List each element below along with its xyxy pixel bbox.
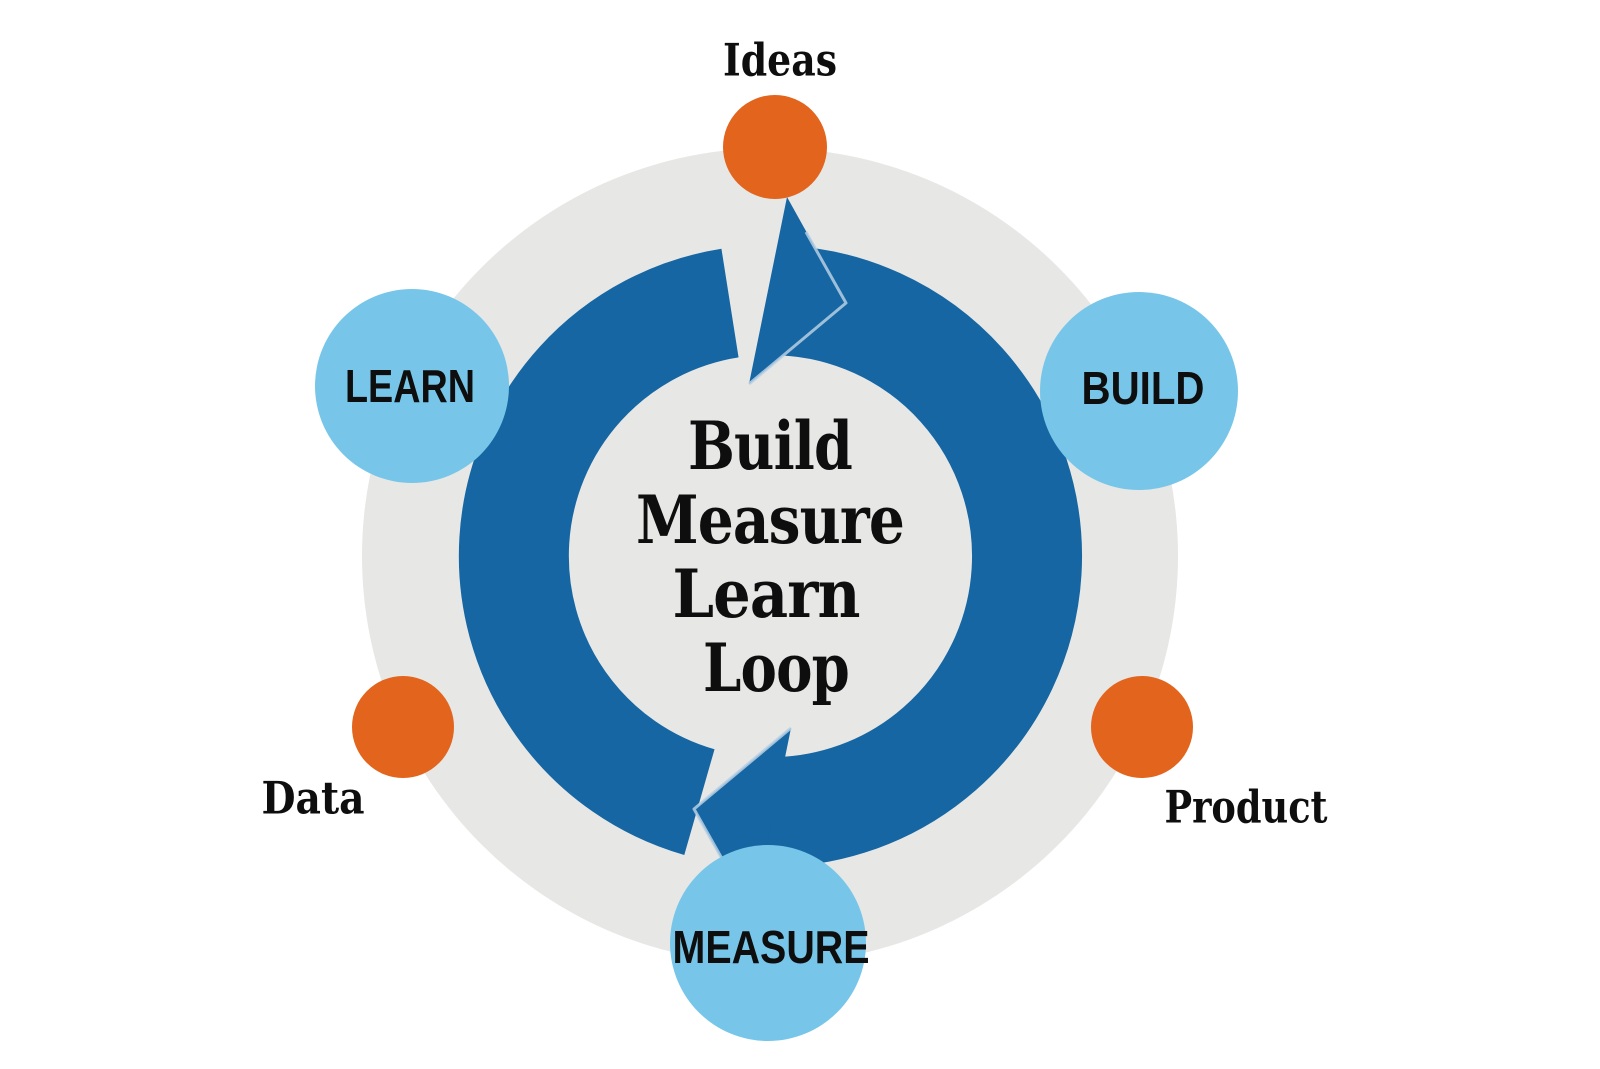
- stage-label-learn: LEARN: [345, 360, 475, 412]
- artifact-dot-ideas: [723, 95, 827, 199]
- stage-circle-learn: [315, 289, 509, 483]
- stage-label-build: BUILD: [1082, 362, 1205, 414]
- stage-label-measure: MEASURE: [673, 921, 870, 973]
- artifact-dot-data: [352, 676, 454, 778]
- loop-arc-left: [458, 248, 740, 855]
- center-title-line-4: Loop: [703, 629, 849, 707]
- stage-circle-measure: [670, 845, 866, 1041]
- loop-arrow-bottom-seam: [692, 726, 792, 881]
- loop-arrow-top-seam: [748, 231, 848, 386]
- center-title-line-2: Measure: [636, 481, 904, 559]
- loop-arrow-bottom: [694, 728, 791, 915]
- stage-circle-build: [1040, 292, 1238, 490]
- loop-arrow-top: [749, 197, 846, 384]
- artifact-dot-product: [1091, 676, 1193, 778]
- artifact-label-product: Product: [1165, 781, 1328, 834]
- artifact-label-data: Data: [262, 772, 365, 825]
- center-title-line-1: Build: [688, 407, 852, 485]
- loop-arc-right: [748, 245, 1082, 868]
- center-title-line-3: Learn: [673, 555, 860, 633]
- artifact-label-ideas: Ideas: [723, 34, 837, 87]
